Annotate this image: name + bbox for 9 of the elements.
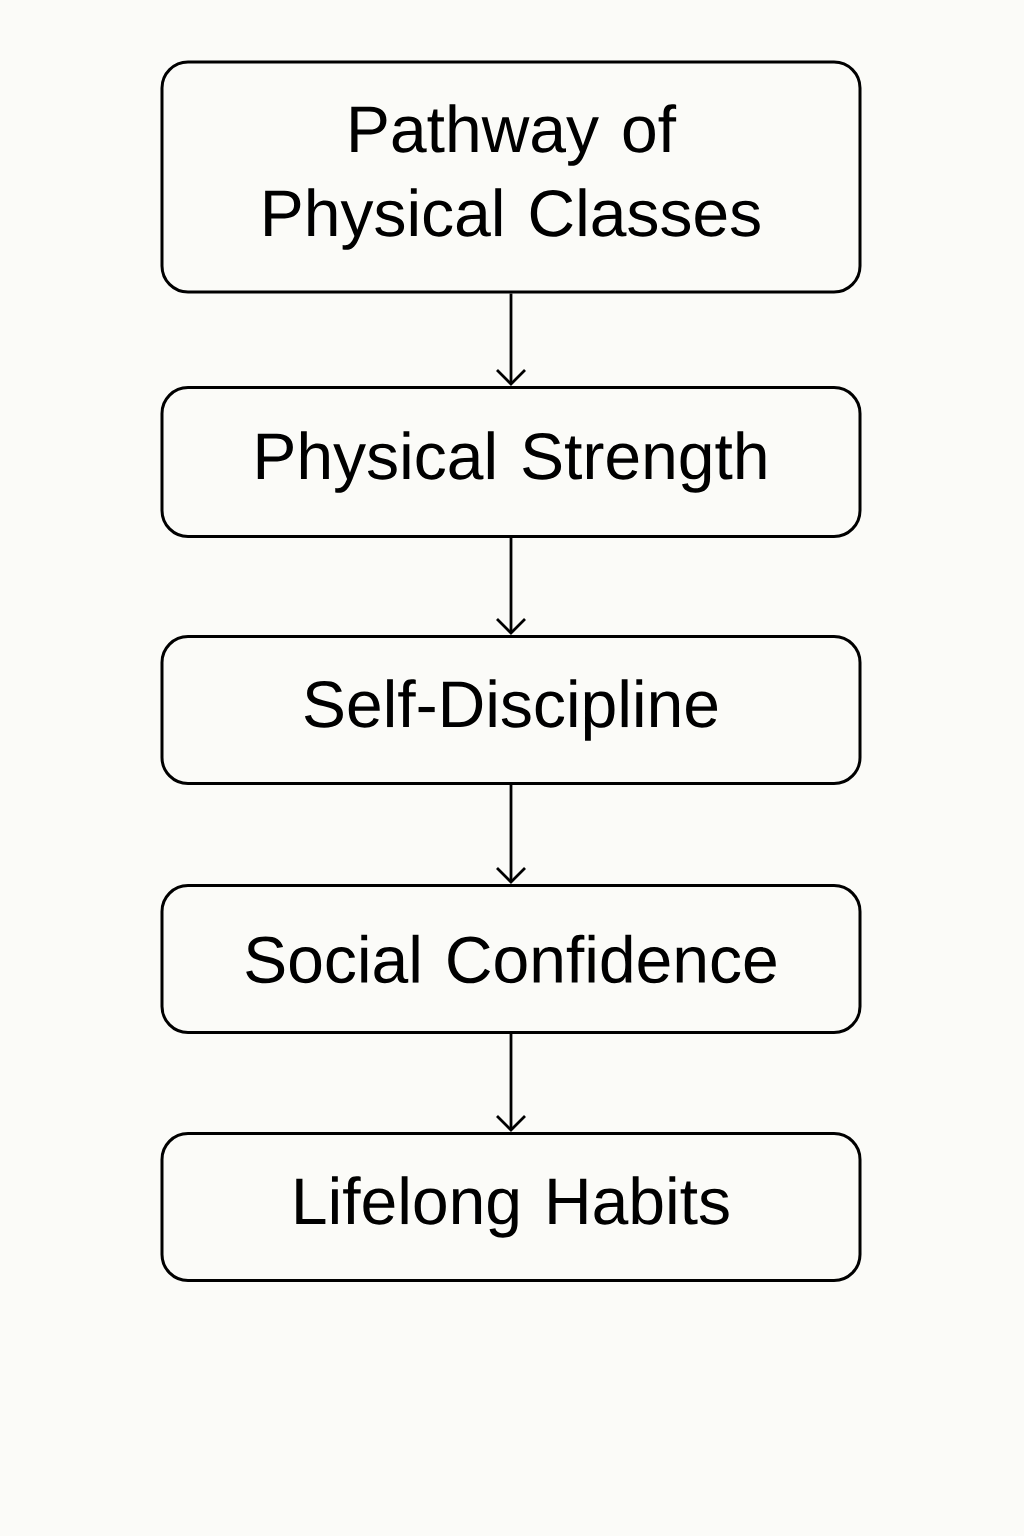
arrow [496,538,526,635]
arrow [496,785,526,884]
process-box: Physical Strength [160,386,862,538]
process-box: Lifelong Habits [160,1132,862,1282]
process-box: Self-Discipline [160,635,862,785]
process-box: Social Confidence [160,884,862,1034]
arrow [496,1034,526,1132]
arrow [496,293,526,386]
process-box: Pathway of Physical Classes [160,60,862,294]
